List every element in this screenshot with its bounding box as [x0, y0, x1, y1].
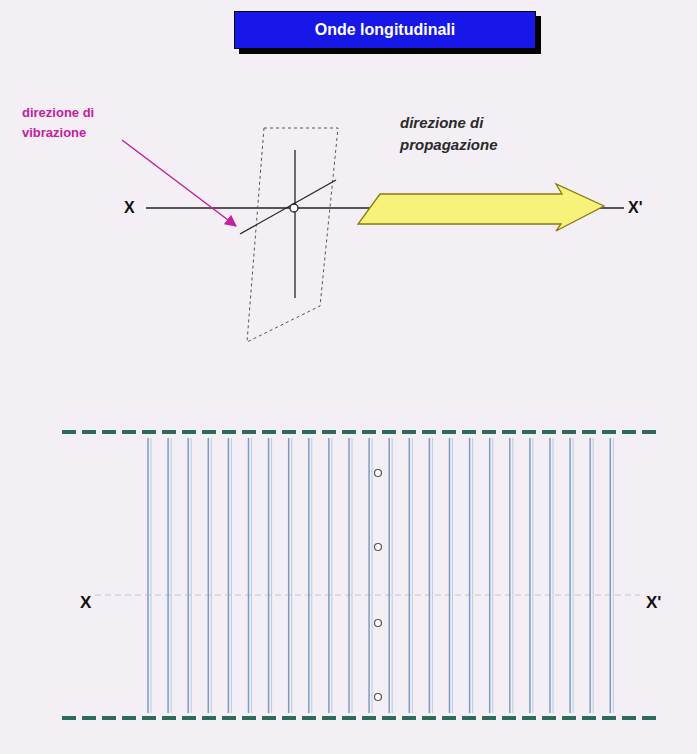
leader-line [122, 140, 236, 226]
vibration-plane [247, 128, 338, 342]
wavefront-line [271, 438, 272, 713]
wavefront-line [151, 438, 152, 713]
wavefront-line [509, 438, 511, 713]
wavefront-line [569, 438, 571, 713]
particle [375, 544, 382, 551]
wavefront-line [211, 438, 212, 713]
wavefront-line [589, 438, 591, 713]
wavefront-line [429, 438, 431, 713]
wavefront-line [291, 438, 292, 713]
wavefront-line [191, 438, 192, 713]
wavefront-line [412, 438, 413, 713]
wavefront-line [449, 438, 451, 713]
wavefront-line [489, 438, 491, 713]
wavefront-line [147, 438, 149, 713]
title: Onde longitudinali [315, 21, 455, 39]
wavefront-line [549, 438, 551, 713]
wavefront-line [331, 438, 332, 713]
axis-label: X' [646, 593, 672, 613]
wavefront-line [228, 438, 230, 713]
wavefront-line [553, 438, 554, 713]
vibration-axis [294, 150, 295, 298]
wavefront-line [231, 438, 232, 713]
boundary-line [62, 716, 656, 720]
wavefront-line [328, 438, 330, 713]
propagation-label: direzione di propagazione [400, 112, 530, 156]
particle [375, 470, 382, 477]
title-box: Onde longitudinali [234, 11, 536, 49]
wavefront-line [251, 438, 252, 713]
axis-label: X [80, 593, 100, 613]
wavefront-line [208, 438, 210, 713]
wavefront-line [167, 438, 169, 713]
particle [375, 694, 382, 701]
wavefront-line [472, 438, 473, 713]
wavefront-line [171, 438, 172, 713]
wavefront-line [368, 438, 370, 713]
axis-label: X [124, 198, 144, 218]
wavefront-line [610, 438, 612, 713]
wavefront-line [392, 438, 393, 713]
wavefronts [148, 438, 613, 713]
wavefront-line [311, 438, 312, 713]
wavefront-line [469, 438, 471, 713]
wavefront-line [593, 438, 594, 713]
wavefront-line [352, 438, 353, 713]
wavefront-line [248, 438, 250, 713]
wavefront-line [532, 438, 533, 713]
boundary-line [62, 430, 656, 434]
wavefront-line [529, 438, 531, 713]
axis-label: X' [628, 198, 652, 218]
wavefront-line [348, 438, 350, 713]
wavefront-line [512, 438, 513, 713]
particle [290, 204, 298, 212]
wavefront-line [492, 438, 493, 713]
vibration-label: direzione di vibrazione [22, 103, 132, 143]
wavefront-line [372, 438, 373, 713]
wavefront-line [613, 438, 614, 713]
wavefront-line [268, 438, 270, 713]
wavefront-line [409, 438, 411, 713]
wavefront-line [187, 438, 189, 713]
particle [375, 620, 382, 627]
propagation-arrow [358, 184, 604, 231]
wavefront-line [308, 438, 310, 713]
wavefront-line [452, 438, 453, 713]
wavefront-line [573, 438, 574, 713]
particles [375, 470, 382, 701]
axis-line [95, 595, 640, 596]
wavefront-line [388, 438, 390, 713]
wavefront-line [432, 438, 433, 713]
vibration-axis [240, 180, 336, 234]
wavefront-line [288, 438, 290, 713]
